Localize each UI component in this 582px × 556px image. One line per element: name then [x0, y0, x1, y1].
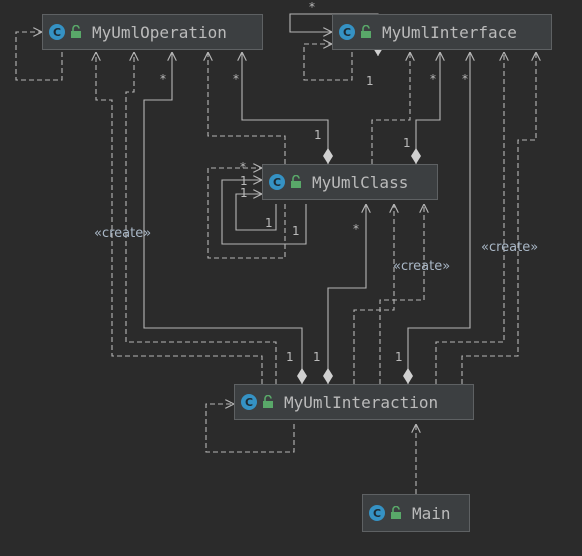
edge-class-interface-composition [416, 52, 440, 164]
multiplicity-label: 1 [314, 128, 322, 142]
multiplicity-label: 1 [313, 350, 321, 364]
edge-interaction-interface-composition [408, 52, 470, 384]
class-icon: C [49, 24, 65, 40]
multiplicity-label: 1 [265, 216, 273, 230]
unlocked-lock-icon [361, 25, 371, 38]
edge-interaction-interface-dependency-b [461, 52, 536, 384]
multiplicity-label: 1 [240, 174, 248, 188]
create-label: «create» [481, 240, 539, 255]
class-icon: C [241, 394, 257, 410]
class-name: MyUmlInterface [382, 22, 517, 42]
multiplicity-label: 1 [292, 224, 300, 238]
edge-interaction-operation-dependency-a [96, 52, 263, 384]
class-node-myumlinterface[interactable]: C MyUmlInterface [332, 14, 552, 50]
class-node-myumlclass[interactable]: C MyUmlClass [262, 164, 438, 200]
edge-interaction-interface-dependency-a [435, 52, 504, 384]
multiplicity-label: * [233, 72, 239, 86]
edge-class-operation-dependency [208, 52, 286, 164]
class-node-myumlinteraction[interactable]: C MyUmlInteraction [234, 384, 474, 420]
edge-interaction-self [205, 404, 295, 453]
class-node-main[interactable]: C Main [362, 494, 470, 532]
multiplicity-label: * [160, 72, 166, 86]
class-node-myumloperation[interactable]: C MyUmlOperation [42, 14, 263, 50]
class-icon: C [339, 24, 355, 40]
create-label: «create» [94, 226, 152, 241]
runnable-class-icon: C [369, 505, 385, 521]
multiplicity-label: 1 [395, 350, 403, 364]
multiplicity-label: * [353, 222, 359, 236]
class-name: MyUmlInteraction [284, 392, 439, 412]
edge-interaction-class-dependency [353, 204, 394, 384]
unlocked-lock-icon [291, 175, 301, 188]
edge-interaction-operation-composition [143, 52, 302, 384]
edge-operation-self [15, 32, 63, 81]
multiplicity-label: * [309, 0, 315, 14]
unlocked-lock-icon [263, 395, 273, 408]
multiplicity-label: 1 [366, 74, 374, 88]
edge-interaction-operation-dependency-b [125, 52, 277, 384]
edge-interaction-class-composition [328, 204, 366, 384]
unlocked-lock-icon [71, 25, 81, 38]
class-name: Main [412, 503, 451, 523]
class-name: MyUmlClass [312, 172, 409, 192]
multiplicity-label: * [462, 72, 468, 86]
unlocked-lock-icon [391, 506, 401, 519]
class-icon: C [269, 174, 285, 190]
multiplicity-label: * [240, 160, 246, 174]
multiplicity-label: * [430, 72, 436, 86]
multiplicity-label: 1 [240, 186, 248, 200]
multiplicity-label: 1 [286, 350, 294, 364]
class-name: MyUmlOperation [92, 22, 227, 42]
create-label: «create» [393, 259, 451, 274]
multiplicity-label: 1 [403, 136, 411, 150]
